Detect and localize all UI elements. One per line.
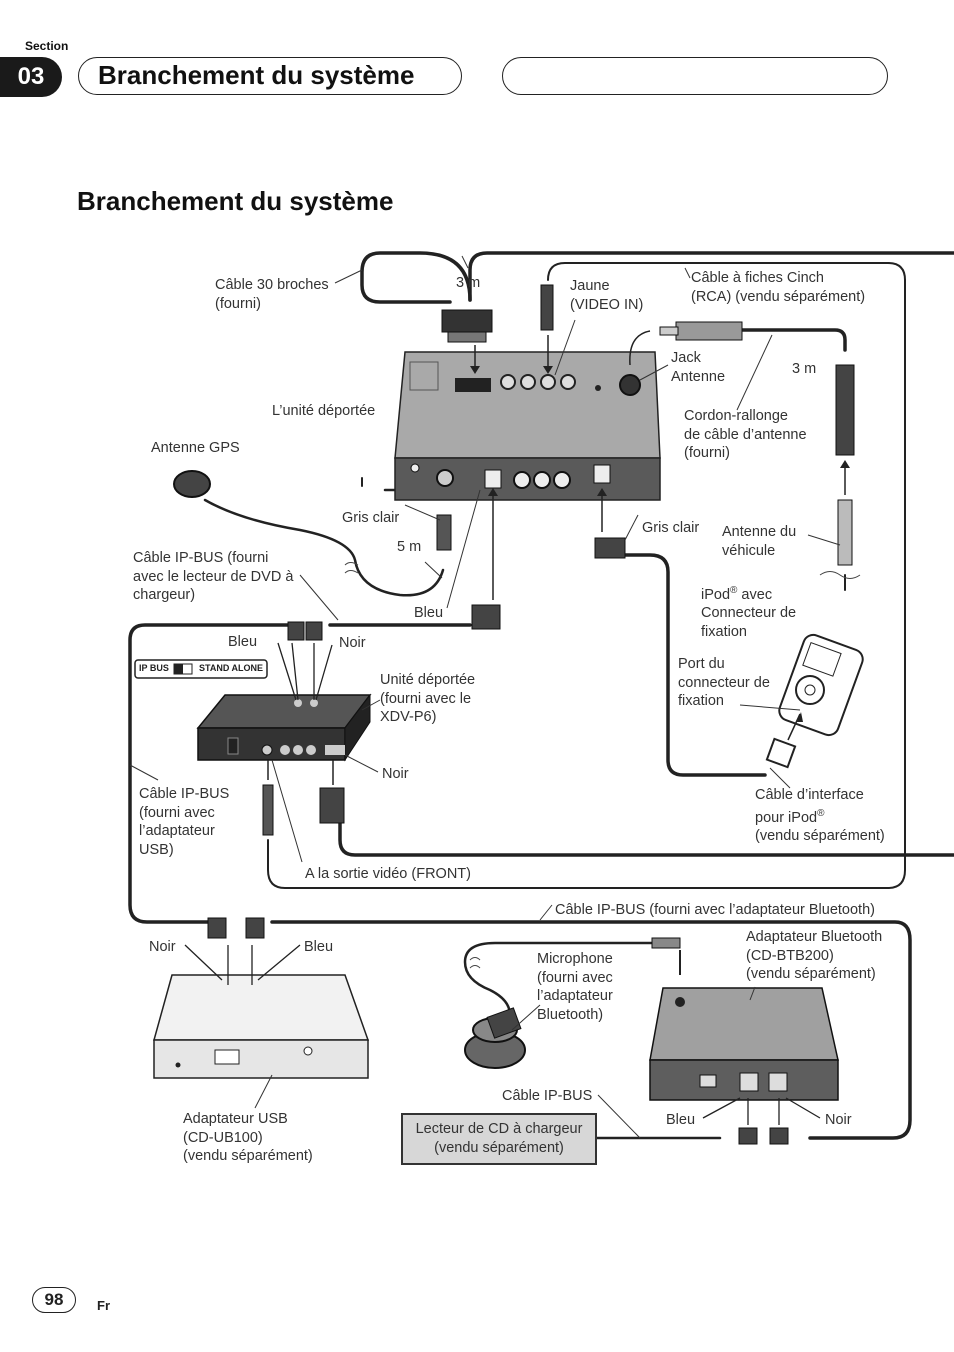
- label-jack-antenne: Jack Antenne: [671, 350, 726, 385]
- video-cable-loop: [547, 262, 906, 281]
- cd-changer-box: Lecteur de CD à chargeur (vendu séparéme…: [401, 1113, 597, 1165]
- label-noir-bottom-left: Noir: [149, 939, 176, 955]
- header-title-frame: [78, 57, 462, 95]
- section-label: Section: [25, 39, 69, 53]
- label-unite-deportee-xdv: Unité déportée (fourni avec le XDV-P6): [380, 672, 476, 725]
- label-gris-clair-right: Gris clair: [642, 520, 700, 536]
- label-sortie-video: A la sortie vidéo (FRONT): [305, 866, 471, 882]
- label-cable-cinch: Câble à fiches Cinch (RCA) (vendu séparé…: [691, 270, 866, 305]
- dvd-noir-cable: [338, 818, 954, 857]
- label-bleu-left: Bleu: [228, 634, 258, 650]
- label-3m-right: 3 m: [792, 361, 817, 377]
- front-video-loop: [267, 279, 906, 889]
- video-in-plug: [540, 284, 554, 374]
- label-jaune-video-in: Jaune (VIDEO IN): [570, 278, 644, 313]
- usb-adapter-device: [153, 917, 370, 1079]
- label-ipbus-usb: Câble IP-BUS (fourni avec l’adaptateur U…: [139, 786, 230, 858]
- label-cable-30-broches: Câble 30 broches (fourni): [215, 277, 329, 312]
- gps-antenna: [173, 470, 211, 498]
- label-noir-top: Noir: [339, 635, 366, 651]
- label-5m: 5 m: [397, 539, 422, 555]
- label-cable-ipbus: Câble IP-BUS: [502, 1088, 593, 1104]
- label-bleu-bottom-left: Bleu: [304, 939, 334, 955]
- antenna-plug: [629, 321, 855, 566]
- cable-30pin-loop: [360, 251, 472, 304]
- page-number: 98: [32, 1287, 76, 1313]
- label-cable-interface-ipod: Câble d’interface pour iPod® (vendu sépa…: [755, 787, 885, 844]
- label-cordon-rallonge: Cordon-rallonge de câble d’antenne (four…: [684, 408, 807, 461]
- gris-clair-connector-left: [436, 514, 452, 551]
- header-title: Branchement du système: [98, 60, 415, 90]
- label-noir-bottom-right: Noir: [825, 1112, 852, 1128]
- gps-cable: [203, 498, 445, 597]
- cable-30pin-outer-top: [468, 251, 954, 302]
- label-ipod-connecteur: iPod® avec Connecteur de fixation: [701, 585, 797, 640]
- label-microphone: Microphone (fourni avec l’adaptateur Blu…: [537, 951, 613, 1023]
- page-title: Branchement du système: [77, 186, 394, 216]
- label-3m-top: 3 m: [456, 275, 481, 291]
- ipbus-cable-bt: [270, 920, 912, 1140]
- antenna-ext-cable: [740, 328, 847, 352]
- label-antenne-gps: Antenne GPS: [151, 440, 240, 456]
- label-unite-deportee: L’unité déportée: [272, 403, 376, 419]
- label-bleu-mid: Bleu: [414, 605, 444, 621]
- ipbus-cable-left: [128, 623, 292, 924]
- microphone-device: [464, 937, 681, 1069]
- mic-cable: [463, 941, 672, 1017]
- label-ipbus-dvd: Câble IP-BUS (fourni avec le lecteur de …: [133, 550, 294, 603]
- main-unit-device: [394, 351, 661, 501]
- label-adaptateur-bluetooth: Adaptateur Bluetooth (CD-BTB200) (vendu …: [746, 929, 883, 982]
- language-code: Fr: [97, 1298, 110, 1313]
- label-port-connecteur: Port du connecteur de fixation: [678, 656, 770, 709]
- bleu-connector-top: [471, 488, 501, 630]
- connector-30pin: [441, 309, 493, 374]
- header-empty-frame: [502, 57, 888, 95]
- bluetooth-adapter-device: [649, 987, 839, 1145]
- dvd-connectors: [262, 621, 345, 836]
- section-number-badge: 03: [0, 57, 62, 97]
- ipbus-switch: [134, 659, 268, 679]
- label-gris-clair-left: Gris clair: [342, 510, 400, 526]
- label-bleu-bottom-right: Bleu: [666, 1112, 696, 1128]
- switch-label-standalone: STAND ALONE: [199, 663, 263, 673]
- gris-clair-connector-right: [594, 488, 626, 559]
- label-adaptateur-usb: Adaptateur USB (CD-UB100) (vendu séparém…: [183, 1111, 313, 1164]
- label-ipbus-bluetooth: Câble IP-BUS (fourni avec l’adaptateur B…: [555, 902, 875, 918]
- ipod-interface-cable: [623, 553, 767, 777]
- ipod-device: [765, 633, 864, 769]
- label-antenne-vehicule: Antenne du véhicule: [722, 524, 797, 559]
- switch-label-ipbus: IP BUS: [139, 663, 169, 673]
- label-noir-mid: Noir: [382, 766, 409, 782]
- xdv-unit-device: [196, 693, 372, 762]
